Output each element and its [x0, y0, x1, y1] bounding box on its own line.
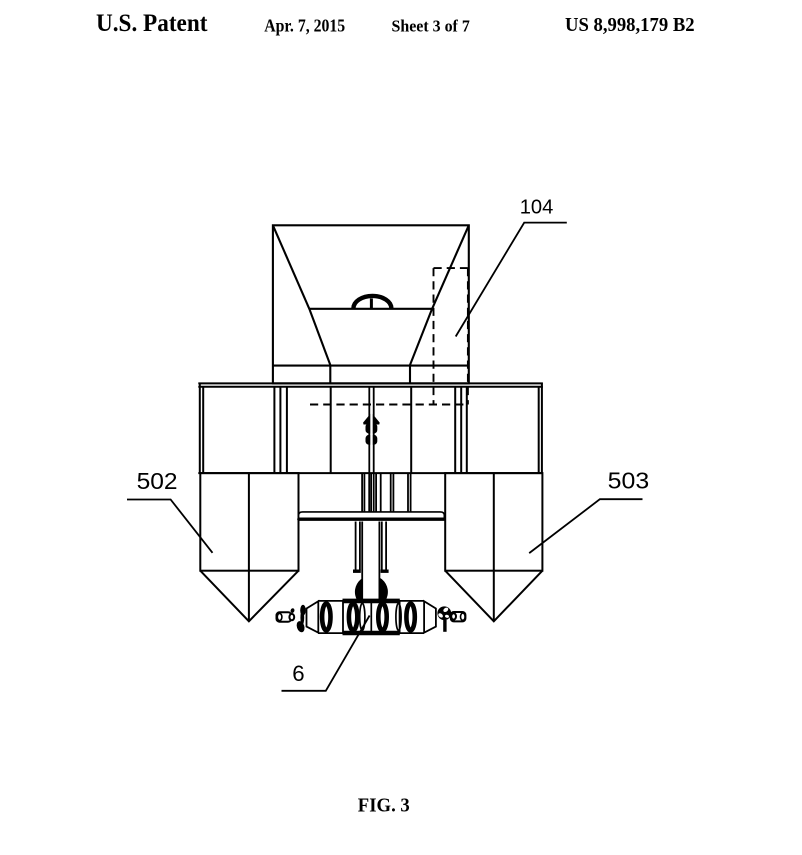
svg-text:FIG. 3: FIG. 3: [358, 795, 410, 816]
svg-text:502: 502: [137, 468, 178, 494]
svg-text:Sheet 3 of 7: Sheet 3 of 7: [392, 16, 470, 35]
svg-text:503: 503: [608, 468, 650, 494]
svg-text:US 8,998,179 B2: US 8,998,179 B2: [565, 14, 695, 36]
svg-text:U.S. Patent: U.S. Patent: [96, 8, 208, 37]
svg-text:Apr. 7, 2015: Apr. 7, 2015: [264, 15, 345, 35]
svg-text:104: 104: [520, 197, 554, 219]
svg-text:6: 6: [292, 661, 304, 686]
